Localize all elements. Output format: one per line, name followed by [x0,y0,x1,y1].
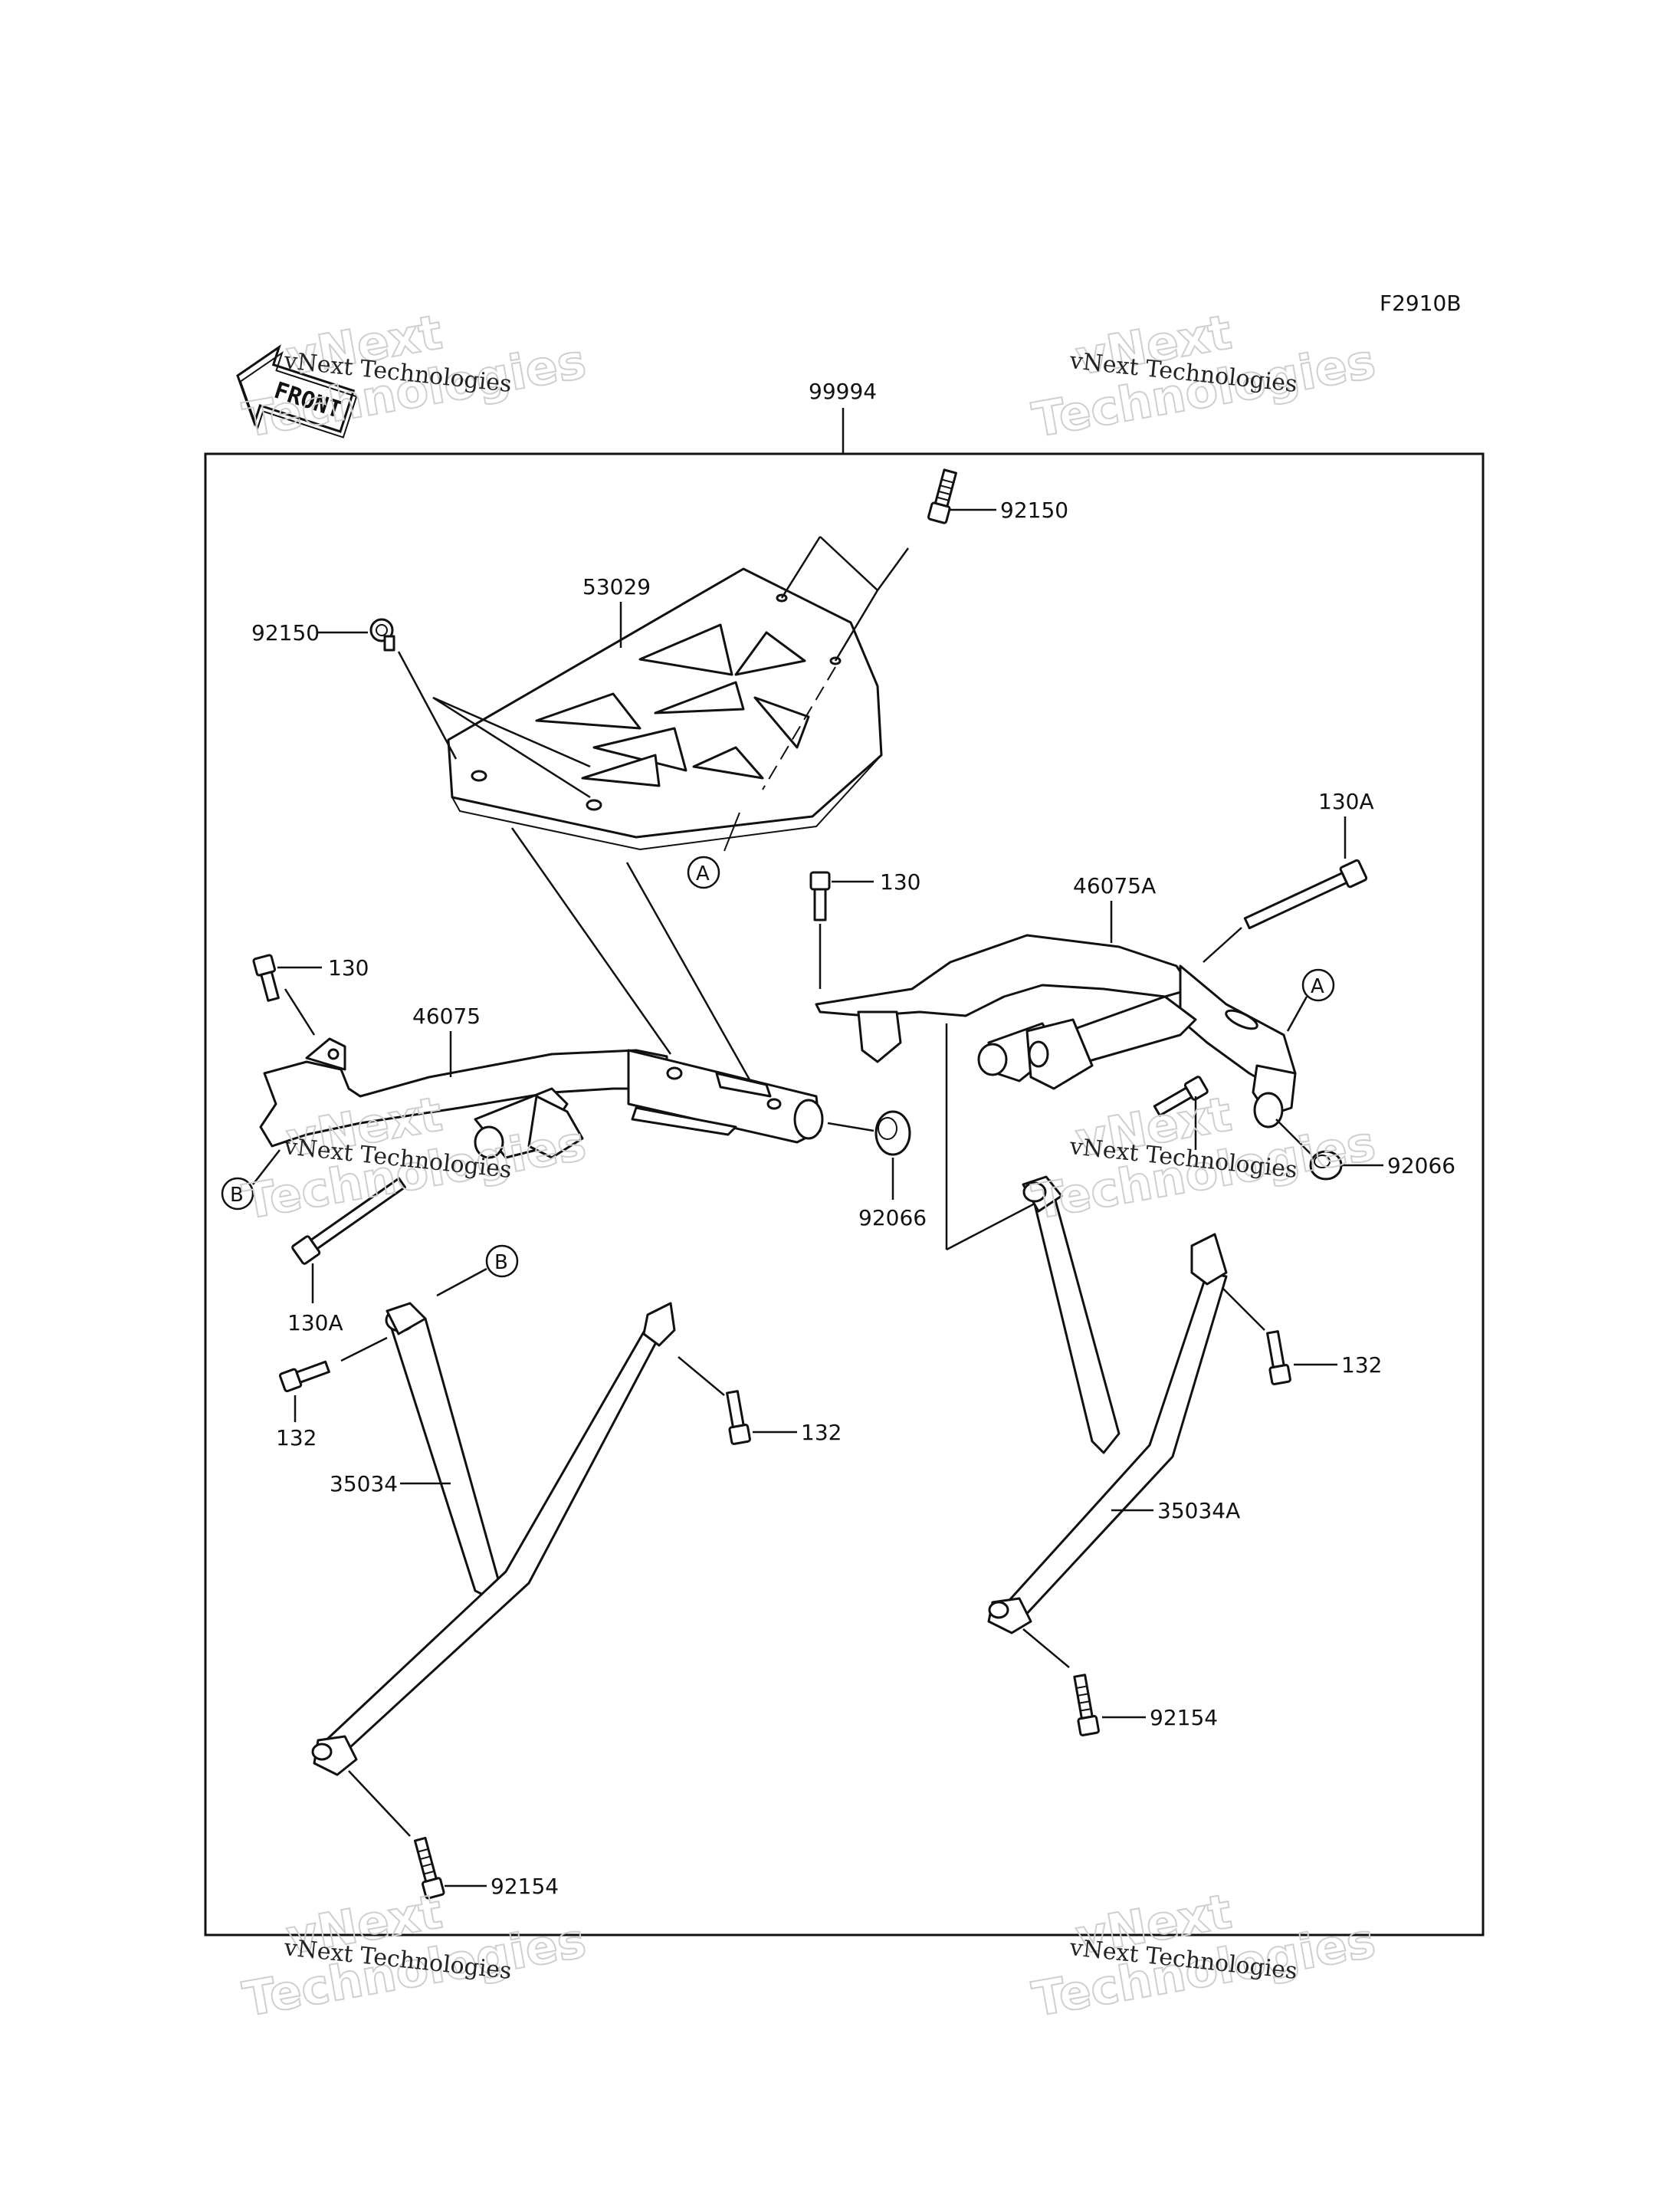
label-92154-right: 92154 [1150,1705,1218,1730]
label-92150-top: 92150 [1000,498,1068,523]
label-46075: 46075 [412,1004,481,1029]
marker-b-left-text: B [230,1184,244,1207]
grommet-92066-right-icon [1309,1150,1343,1181]
marker-b-left [221,1177,254,1211]
marker-b-stay [485,1244,519,1278]
bolt-130a-right-icon [1243,859,1368,930]
label-130-left: 130 [328,955,369,981]
label-35034: 35034 [330,1471,398,1496]
label-53029: 53029 [582,574,651,600]
marker-b-stay-text: B [494,1251,508,1274]
marker-a-right-text: A [1311,975,1324,998]
bolt-130a-left-icon [291,1177,407,1265]
figure-code: F2910B [1380,291,1462,316]
stay-35034a [987,1175,1228,1634]
bolt-132-right-icon [1266,1330,1291,1385]
label-130-right: 130 [880,869,920,895]
label-132-center: 132 [801,1420,842,1445]
label-132-left: 132 [276,1425,317,1450]
bolt-132-upper-right-icon [1153,1076,1209,1117]
bolt-130-right-icon [809,871,831,921]
stay-35034 [311,1302,676,1776]
grommet-92066-center-icon [874,1110,911,1156]
bolt-132-center-icon [726,1390,751,1445]
label-92154-left: 92154 [491,1874,559,1899]
bolt-92154-left-icon [413,1836,445,1900]
bolt-130-left-icon [252,954,280,1002]
assembly-number: 99994 [809,379,877,404]
label-46075a: 46075A [1073,873,1156,898]
label-92150-left: 92150 [251,620,320,646]
label-132-right: 132 [1341,1352,1382,1378]
marker-a-right [1301,968,1335,1002]
assembly-box [204,452,1485,1937]
bracket-46075 [259,1037,824,1159]
label-92066-right: 92066 [1387,1153,1455,1178]
label-92066-center: 92066 [858,1205,927,1230]
marker-a-plate [687,856,720,889]
bolt-92150-top-icon [927,468,957,524]
marker-a-plate-text: A [696,862,710,885]
watermark-top-right: vNext Technologies [1028,303,1380,448]
bolt-132-left-icon [278,1360,330,1393]
bolt-92154-right-icon [1073,1674,1100,1736]
carrier-plate [447,567,883,851]
label-130a-right: 130A [1318,789,1374,814]
label-35034a: 35034A [1157,1498,1240,1523]
bolt-92150-left-icon [369,618,395,652]
label-130a-left: 130A [287,1310,343,1335]
bracket-46075a [815,934,1297,1128]
front-arrow-icon: FRONT [236,344,358,439]
